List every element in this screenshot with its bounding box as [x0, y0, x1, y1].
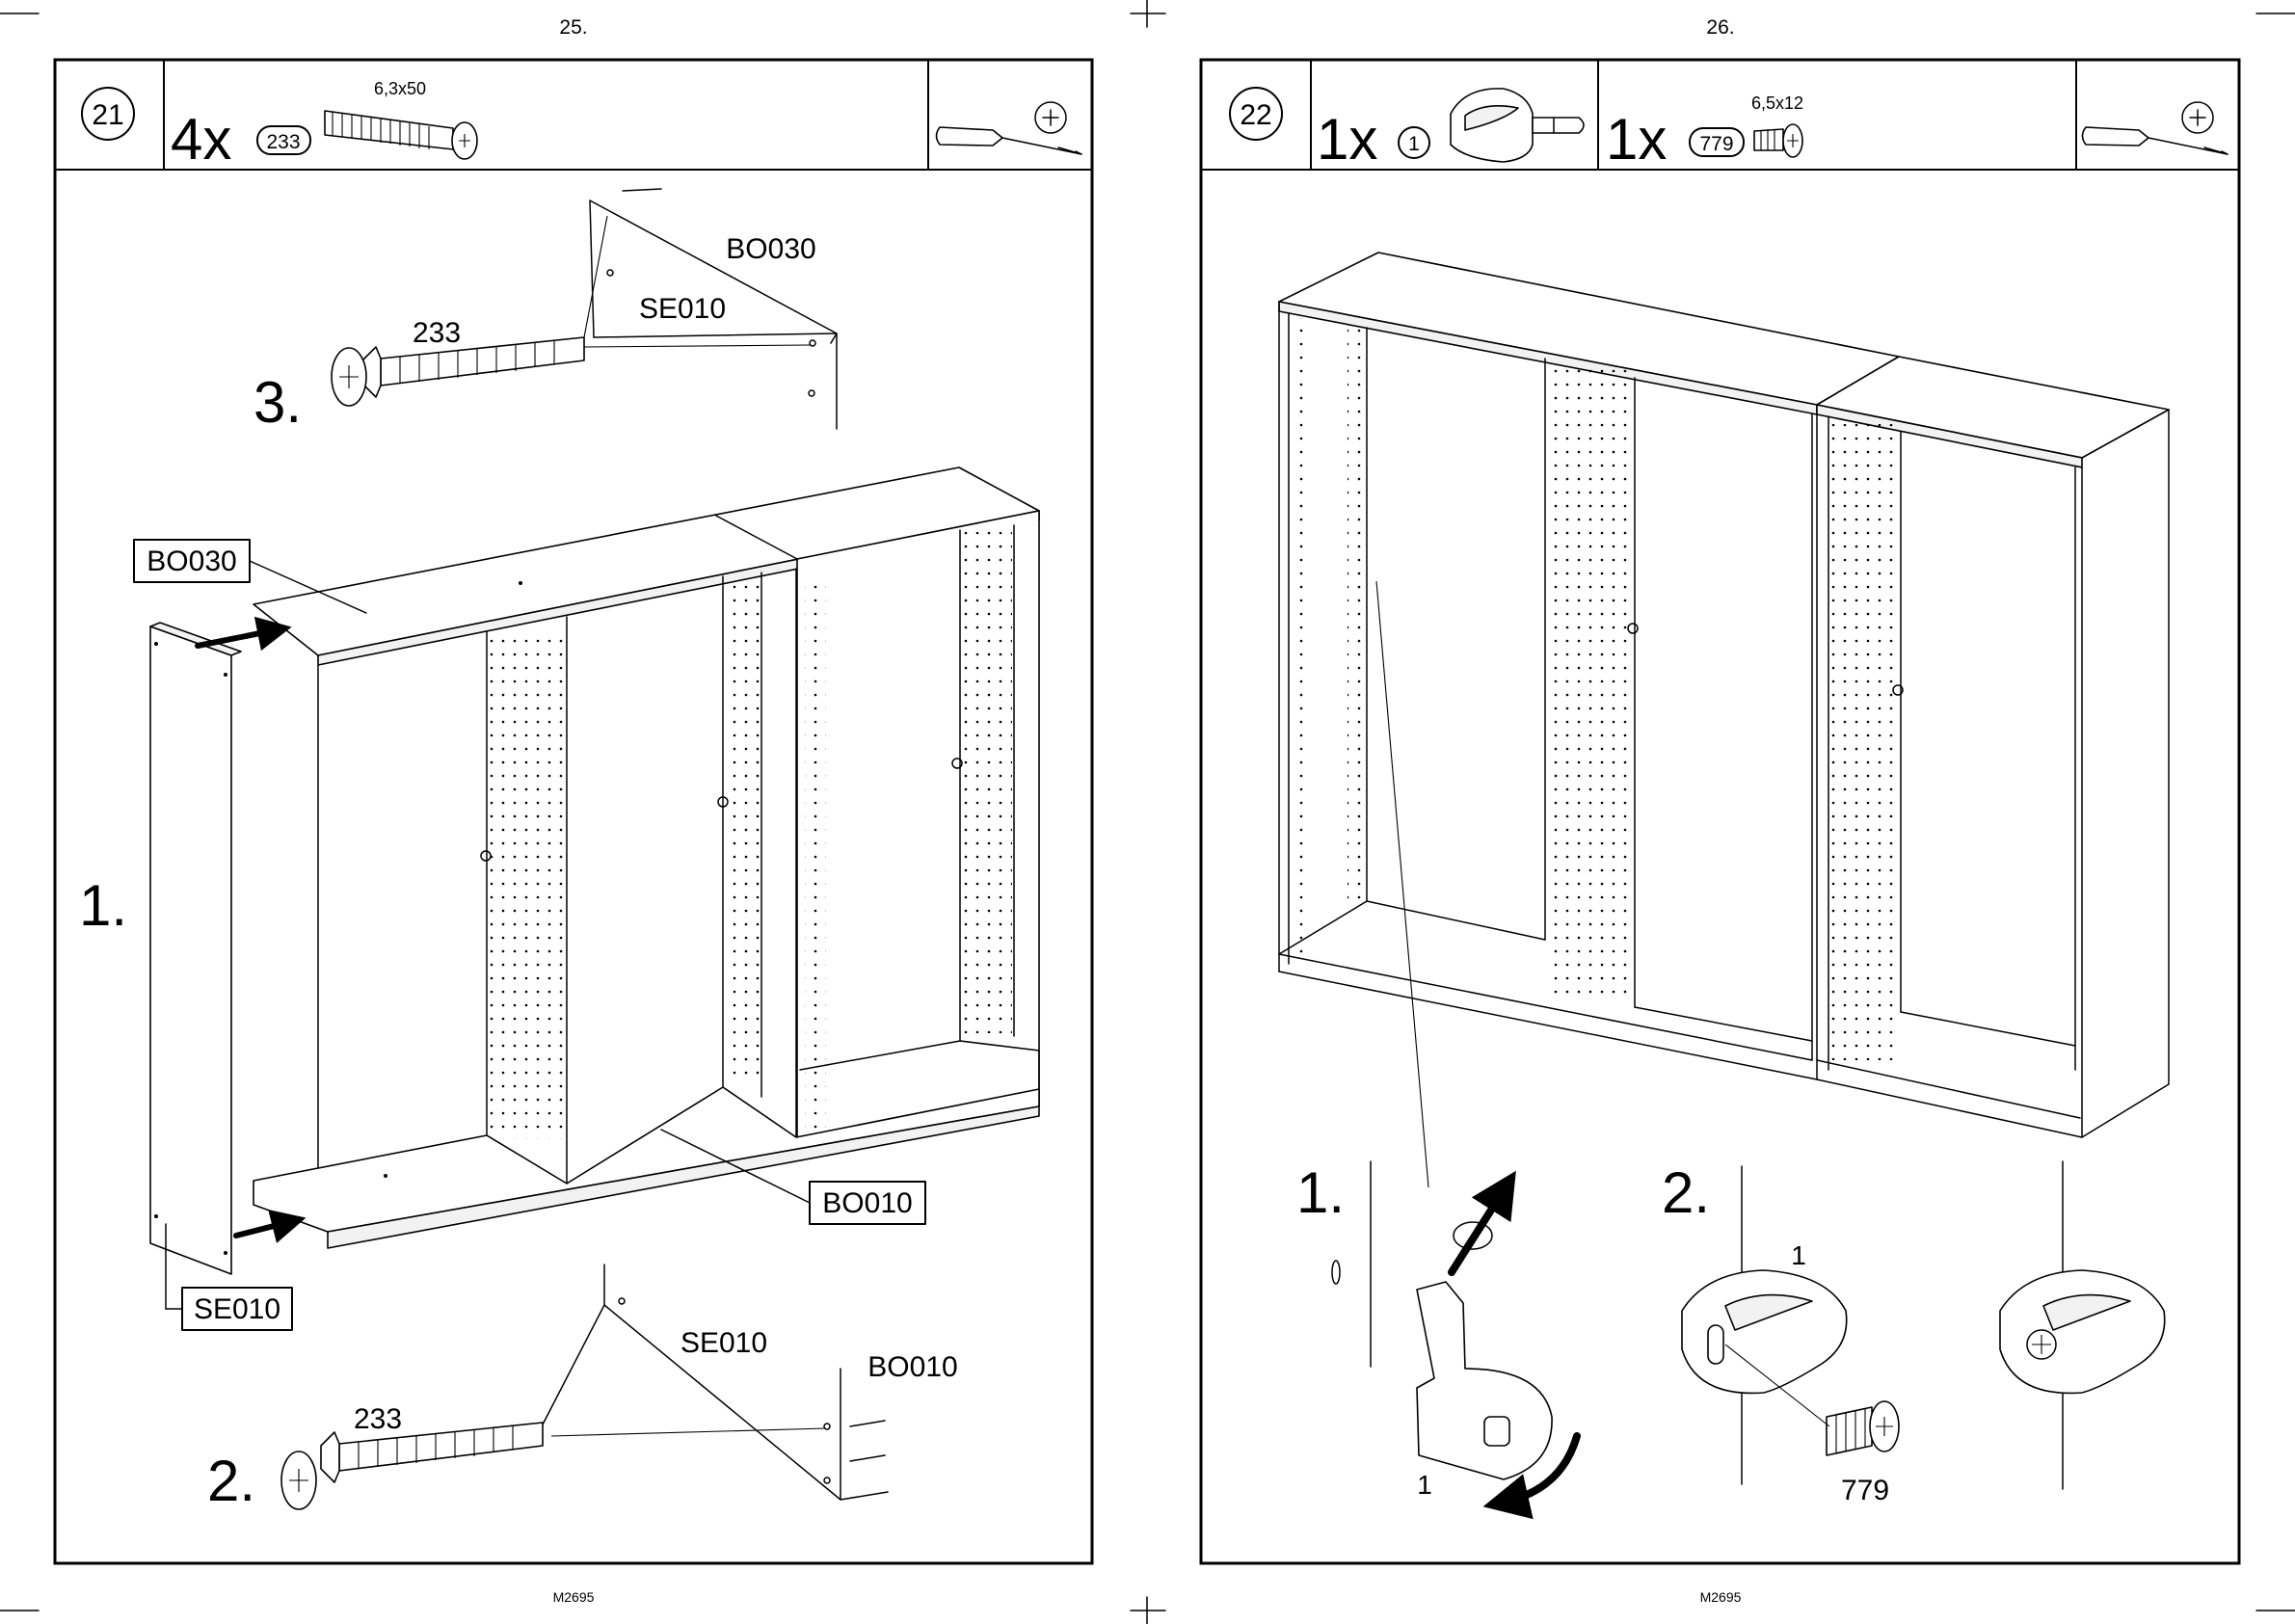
substep-2-part-label: 1	[1791, 1240, 1806, 1270]
page-number-right: 26.	[1706, 16, 1734, 39]
substep-3-panel-label: SE010	[639, 293, 726, 325]
substep-2-number: 2.	[207, 1449, 255, 1513]
substep-2-number-right: 2.	[1662, 1160, 1710, 1225]
svg-text:BO030: BO030	[147, 546, 236, 577]
svg-text:BO010: BO010	[822, 1187, 912, 1219]
step-number: 21	[92, 99, 123, 131]
substep-2-screw-label: 779	[1841, 1475, 1889, 1506]
svg-text:SE010: SE010	[194, 1293, 280, 1325]
substep-3-number: 3.	[254, 370, 302, 435]
hardware-quantity: 4x	[171, 107, 231, 172]
hardware-part-id: 1	[1408, 133, 1420, 155]
hardware-part-id: 779	[1699, 133, 1733, 155]
substep-2-part-label: BO010	[867, 1351, 957, 1383]
substep-2-screw-label: 233	[354, 1403, 402, 1435]
hardware-quantity: 1x	[1317, 107, 1377, 172]
page-number-left: 25.	[559, 16, 587, 39]
hardware-size: 6,3x50	[374, 79, 426, 98]
hardware-quantity: 1x	[1606, 107, 1667, 172]
hardware-part-id: 233	[266, 131, 300, 153]
substep-3-part-label: BO030	[726, 233, 815, 265]
footer-code-right: M2695	[1700, 1589, 1742, 1605]
footer-code-left: M2695	[553, 1589, 595, 1605]
substep-3-screw-label: 233	[413, 317, 461, 349]
substep-2-panel-label: SE010	[680, 1327, 767, 1359]
step-number: 22	[1240, 99, 1271, 131]
substep-1-number: 1.	[79, 873, 127, 938]
hardware-size: 6,5x12	[1751, 93, 1803, 113]
substep-1-part-label: 1	[1417, 1470, 1432, 1500]
substep-1-number-right: 1.	[1296, 1160, 1345, 1225]
